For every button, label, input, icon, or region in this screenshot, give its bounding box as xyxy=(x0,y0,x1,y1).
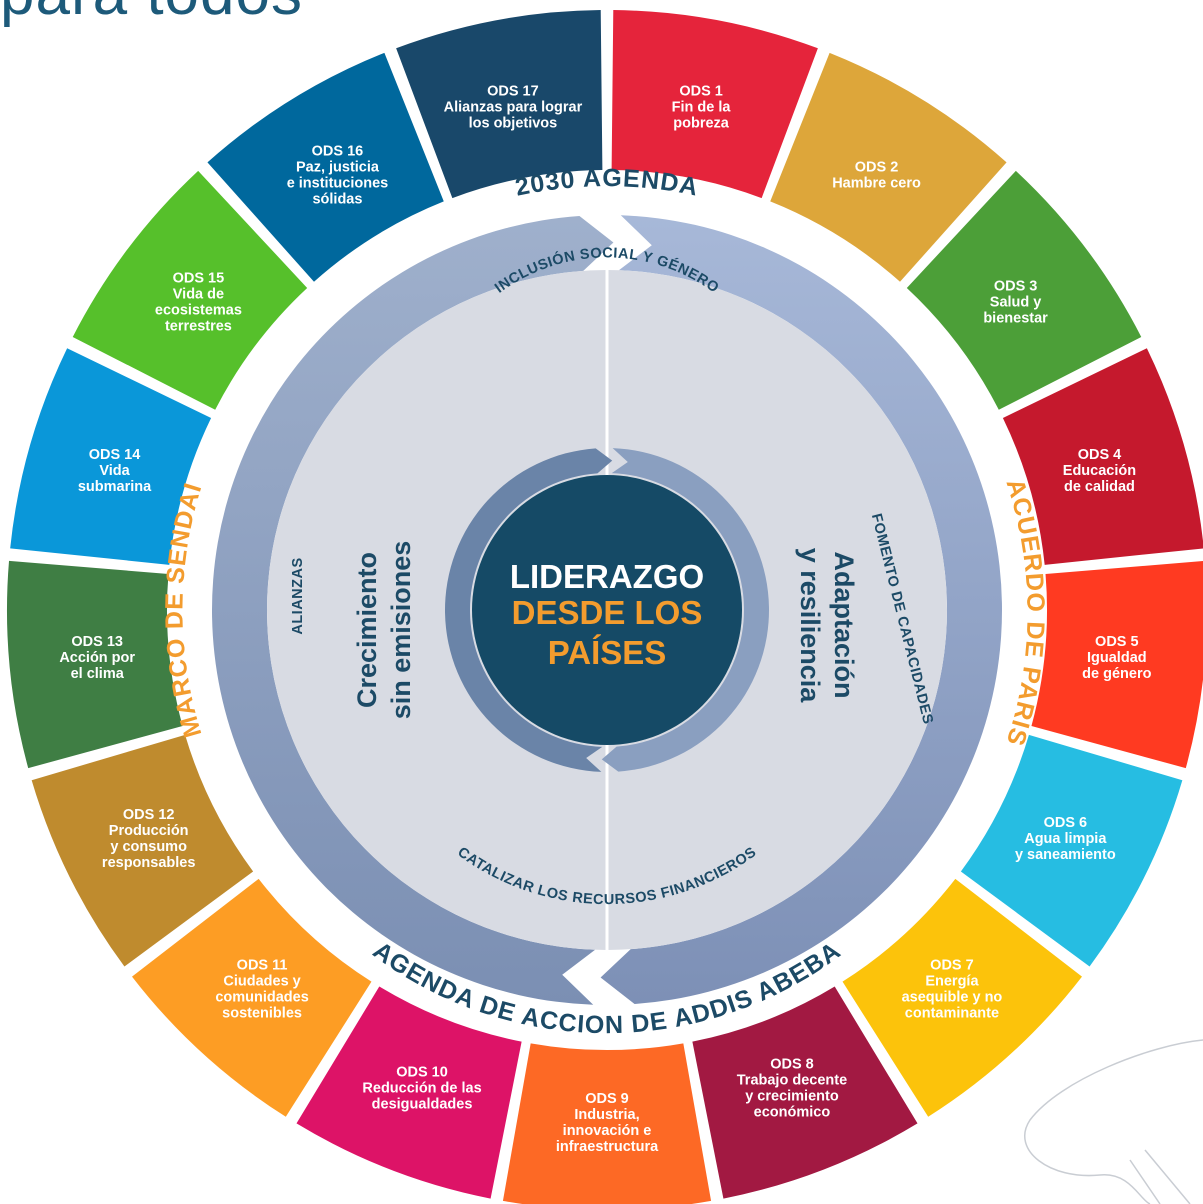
sdg-segment-1-label-line: pobreza xyxy=(673,116,730,132)
sdg-segment-8-label-line: Trabajo decente xyxy=(737,1072,847,1088)
center-cycle-ring xyxy=(445,448,770,772)
sdg-segment-9-label-line: innovación e xyxy=(563,1123,652,1139)
sdg-segment-3-label-line: ODS 3 xyxy=(994,278,1038,294)
sdg-segment-15-label-line: Vida de xyxy=(173,286,224,302)
sdg-segment-12-label-line: y consumo xyxy=(110,839,187,855)
sdg-segment-9-label-line: ODS 9 xyxy=(585,1091,629,1107)
sdg-segment-15-label-line: terrestres xyxy=(165,318,232,334)
center-line-3: PAÍSES xyxy=(548,634,667,671)
sdg-segment-11-label-line: sostenibles xyxy=(222,1005,302,1021)
sdg-segment-6-label-line: ODS 6 xyxy=(1044,815,1088,831)
sdg-segment-7-label-line: ODS 7 xyxy=(930,957,974,973)
sdg-segment-10-label-line: Reducción de las xyxy=(362,1080,481,1096)
sdg-segment-13-label-line: el clima xyxy=(71,666,125,682)
sdg-segment-12 xyxy=(31,734,254,967)
sdg-segment-17-label-line: ODS 17 xyxy=(487,84,539,100)
decorative-map-outline xyxy=(1024,1039,1203,1204)
sdg-segment-16-label-line: e instituciones xyxy=(287,176,389,192)
sdg-segment-13-label-line: ODS 13 xyxy=(71,634,123,650)
left-half-line-2: sin emisiones xyxy=(386,541,416,720)
sdg-segment-6-label-line: y saneamiento xyxy=(1015,847,1116,863)
sdg-segment-6 xyxy=(960,734,1183,967)
sdg-segment-7-label-line: Energía xyxy=(925,973,979,989)
sdg-segment-12-label-line: Producción xyxy=(109,823,189,839)
sdg-segment-14-label-line: Vida xyxy=(99,463,130,479)
cycle-arrow-ring xyxy=(212,215,1002,1005)
sdg-segment-3-label-line: bienestar xyxy=(983,310,1048,326)
sdg-segment-16-label-line: ODS 16 xyxy=(312,144,364,160)
right-cycle-arrow xyxy=(600,215,1002,1005)
sdg-segment-17 xyxy=(396,10,603,199)
sdg-segment-12-label-line: responsables xyxy=(102,855,196,871)
sdg-segment-1-label-line: Fin de la xyxy=(672,100,732,116)
right-half-line-1: Adaptación xyxy=(829,551,859,698)
sdg-segment-7-label-line: asequible y no xyxy=(902,989,1003,1005)
sdg-segment-16-label-line: sólidas xyxy=(312,192,362,208)
sdg-segment-7 xyxy=(842,878,1082,1117)
sdg-segment-14 xyxy=(10,348,212,565)
sdg-segment-11-label-line: Ciudades y xyxy=(223,973,300,989)
sdg-segment-14-label-line: ODS 14 xyxy=(89,447,141,463)
sdg-segment-7-label-line: contaminante xyxy=(905,1005,999,1021)
sdg-segment-1 xyxy=(611,10,818,199)
sdg-segment-2-label-line: Hambre cero xyxy=(832,176,921,192)
sdg-segment-13 xyxy=(6,560,183,769)
sdg-segment-14-label-line: submarina xyxy=(78,479,152,495)
sdg-segment-17-label-line: Alianzas para lograr xyxy=(444,100,583,116)
sdg-segment-6-label-line: Agua limpia xyxy=(1024,831,1107,847)
sdg-segment-11-label-line: comunidades xyxy=(215,989,308,1005)
sdg-segment-15 xyxy=(72,170,308,410)
sdg-segment-10 xyxy=(296,986,522,1199)
sdg-segment-16 xyxy=(207,52,444,282)
sdg-segment-5-label-line: de género xyxy=(1082,666,1151,682)
sdg-segment-5 xyxy=(1031,561,1203,769)
page-title: para todos xyxy=(0,0,303,29)
sdg-segment-8-label-line: y crecimiento xyxy=(745,1088,839,1104)
sdg-segment-4-label-line: de calidad xyxy=(1064,479,1135,495)
center-circle xyxy=(472,475,742,745)
center-line-1: LIDERAZGO xyxy=(510,558,704,595)
right-half-line-2: y resiliencia xyxy=(795,548,825,704)
sdg-segment-5-label-line: ODS 5 xyxy=(1095,634,1139,650)
sdg-segment-4 xyxy=(1002,348,1203,565)
sdg-segment-3-label-line: Salud y xyxy=(990,294,1042,310)
sdg-segment-8-label-line: ODS 8 xyxy=(770,1056,814,1072)
left-cycle-arrow xyxy=(212,215,614,1005)
sdg-segment-8 xyxy=(692,986,918,1199)
sdg-segment-10-label-line: desigualdades xyxy=(372,1096,473,1112)
sdg-segment-12-label-line: ODS 12 xyxy=(123,807,175,823)
sdg-segment-10-label-line: ODS 10 xyxy=(396,1064,448,1080)
sdg-segment-9-label-line: infraestructura xyxy=(556,1139,659,1155)
sdg-segment-5-label-line: Igualdad xyxy=(1087,650,1147,666)
sdg-segment-11-label-line: ODS 11 xyxy=(237,957,288,973)
center-right-arrow xyxy=(601,448,770,772)
sdg-segment-4-label-line: ODS 4 xyxy=(1078,447,1122,463)
sdg-segment-1-label-line: ODS 1 xyxy=(679,84,723,100)
sdg-segment-3 xyxy=(906,170,1142,410)
sdg-segment-11 xyxy=(132,878,372,1117)
center-line-2: DESDE LOS xyxy=(512,594,703,631)
sdg-segment-2 xyxy=(770,52,1007,282)
center-left-arrow xyxy=(445,448,613,772)
sdg-segment-9-label-line: Industria, xyxy=(574,1107,639,1123)
sdg-segment-13-label-line: Acción por xyxy=(59,650,135,666)
sdg-segment-2-label-line: ODS 2 xyxy=(855,160,899,176)
sdg-segment-17-label-line: los objetivos xyxy=(469,116,558,132)
left-half-line-1: Crecimiento xyxy=(352,552,382,708)
sdg-segment-4-label-line: Educación xyxy=(1063,463,1136,479)
sdg-segment-9 xyxy=(502,1043,712,1204)
sdg-segment-15-label-line: ODS 15 xyxy=(173,270,225,286)
sdg-segment-15-label-line: ecosistemas xyxy=(155,302,242,318)
inner-label-left: ALIANZAS xyxy=(290,557,306,634)
sdg-segment-8-label-line: económico xyxy=(754,1104,831,1120)
sdg-segment-16-label-line: Paz, justicia xyxy=(296,160,380,176)
